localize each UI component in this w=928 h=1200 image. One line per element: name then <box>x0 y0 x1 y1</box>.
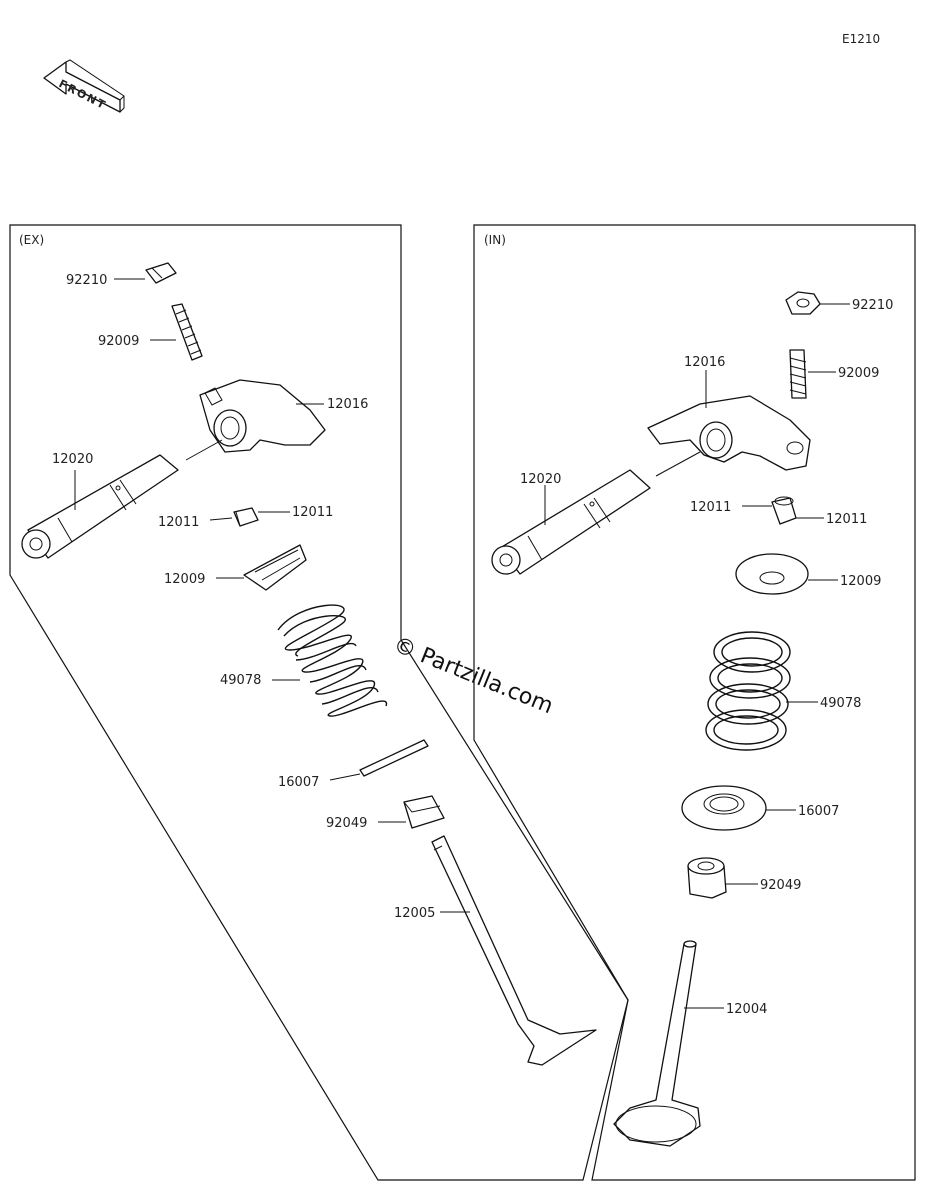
in-nut: 92210 <box>785 291 893 315</box>
in-valve-label: 12004 <box>726 1002 767 1017</box>
in-rocker-shaft-label: 12020 <box>520 472 561 487</box>
intake-section-label: (IN) <box>484 233 506 247</box>
ex-rocker-shaft-label: 12020 <box>52 452 93 467</box>
ex-valve: 12005 <box>394 835 597 1066</box>
ex-adjuster-screw: 92009 <box>98 303 203 361</box>
in-adjuster-screw: 92009 <box>789 349 879 399</box>
ex-spring: 49078 <box>220 604 387 717</box>
exhaust-frame <box>9 224 629 1181</box>
ex-spring-label: 49078 <box>220 673 261 688</box>
ex-spring-seat: 16007 <box>278 739 429 790</box>
in-stem-seal-label: 92049 <box>760 878 801 893</box>
ex-cotter-left-label: 12011 <box>158 515 199 530</box>
in-stem-seal: 92049 <box>687 857 801 899</box>
ex-rocker-shaft: 12020 <box>21 452 179 559</box>
ex-stem-seal: 92049 <box>326 795 445 831</box>
ex-adjuster-screw-label: 92009 <box>98 334 139 349</box>
in-valve: 12004 <box>613 940 767 1147</box>
ex-valve-label: 12005 <box>394 906 435 921</box>
in-rocker-arm: 12016 <box>647 355 811 477</box>
in-retainer-label: 12009 <box>840 574 881 589</box>
in-cotters: 12011 12011 <box>690 496 867 527</box>
in-rocker-shaft: 12020 <box>491 469 651 575</box>
in-nut-label: 92210 <box>852 298 893 313</box>
in-spring-seat-label: 16007 <box>798 804 839 819</box>
watermark: © Partzilla.com <box>390 632 557 719</box>
in-spring: 49078 <box>705 631 861 751</box>
ex-rocker-arm-label: 12016 <box>327 397 368 412</box>
in-cotter-right-label: 12011 <box>826 512 867 527</box>
diagram-code: E1210 <box>842 32 880 46</box>
in-adjuster-screw-label: 92009 <box>838 366 879 381</box>
exhaust-section-label: (EX) <box>19 233 44 247</box>
in-retainer: 12009 <box>735 553 881 595</box>
in-rocker-arm-label: 12016 <box>684 355 725 370</box>
in-cotter-left-label: 12011 <box>690 500 731 515</box>
ex-cotter-right-label: 12011 <box>292 505 333 520</box>
intake-frame <box>473 224 916 1181</box>
front-arrow-icon: FRONT <box>43 59 125 113</box>
ex-retainer-label: 12009 <box>164 572 205 587</box>
in-spring-label: 49078 <box>820 696 861 711</box>
ex-nut-label: 92210 <box>66 273 107 288</box>
ex-retainer: 12009 <box>164 544 307 591</box>
ex-spring-seat-label: 16007 <box>278 775 319 790</box>
ex-nut: 92210 <box>66 262 177 288</box>
ex-stem-seal-label: 92049 <box>326 816 367 831</box>
ex-cotters: 12011 12011 <box>158 505 333 530</box>
ex-rocker-arm: 12016 <box>185 379 368 461</box>
in-spring-seat: 16007 <box>681 785 839 831</box>
